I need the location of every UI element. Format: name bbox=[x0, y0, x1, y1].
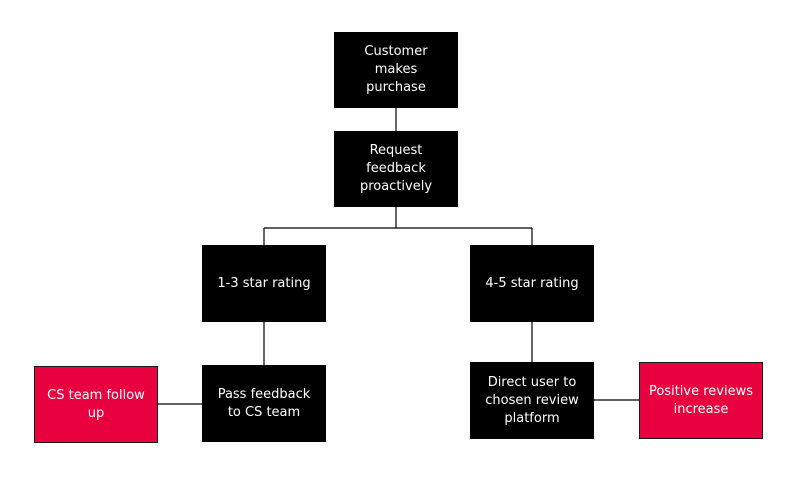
node-label: CS team follow up bbox=[47, 387, 145, 421]
node-label: 1-3 star rating bbox=[217, 275, 311, 291]
node-label: Positive reviews increase bbox=[648, 383, 753, 417]
node-positive-reviews-increase: Positive reviews increase bbox=[639, 362, 763, 439]
node-label: Customer makes purchase bbox=[364, 44, 428, 95]
node-request-feedback: Request feedback proactively bbox=[334, 131, 458, 207]
node-customer-makes-purchase: Customer makes purchase bbox=[334, 32, 458, 108]
node-pass-feedback: Pass feedback to CS team bbox=[202, 365, 326, 442]
node-cs-team-follow-up: CS team follow up bbox=[34, 366, 158, 443]
node-low-star-rating: 1-3 star rating bbox=[202, 245, 326, 322]
node-direct-user: Direct user to chosen review platform bbox=[470, 362, 594, 439]
node-label: Request feedback proactively bbox=[359, 143, 433, 194]
node-high-star-rating: 4-5 star rating bbox=[470, 245, 594, 322]
node-label: 4-5 star rating bbox=[485, 275, 579, 291]
node-label: Direct user to chosen review platform bbox=[485, 374, 579, 426]
node-label: Pass feedback to CS team bbox=[217, 386, 311, 420]
